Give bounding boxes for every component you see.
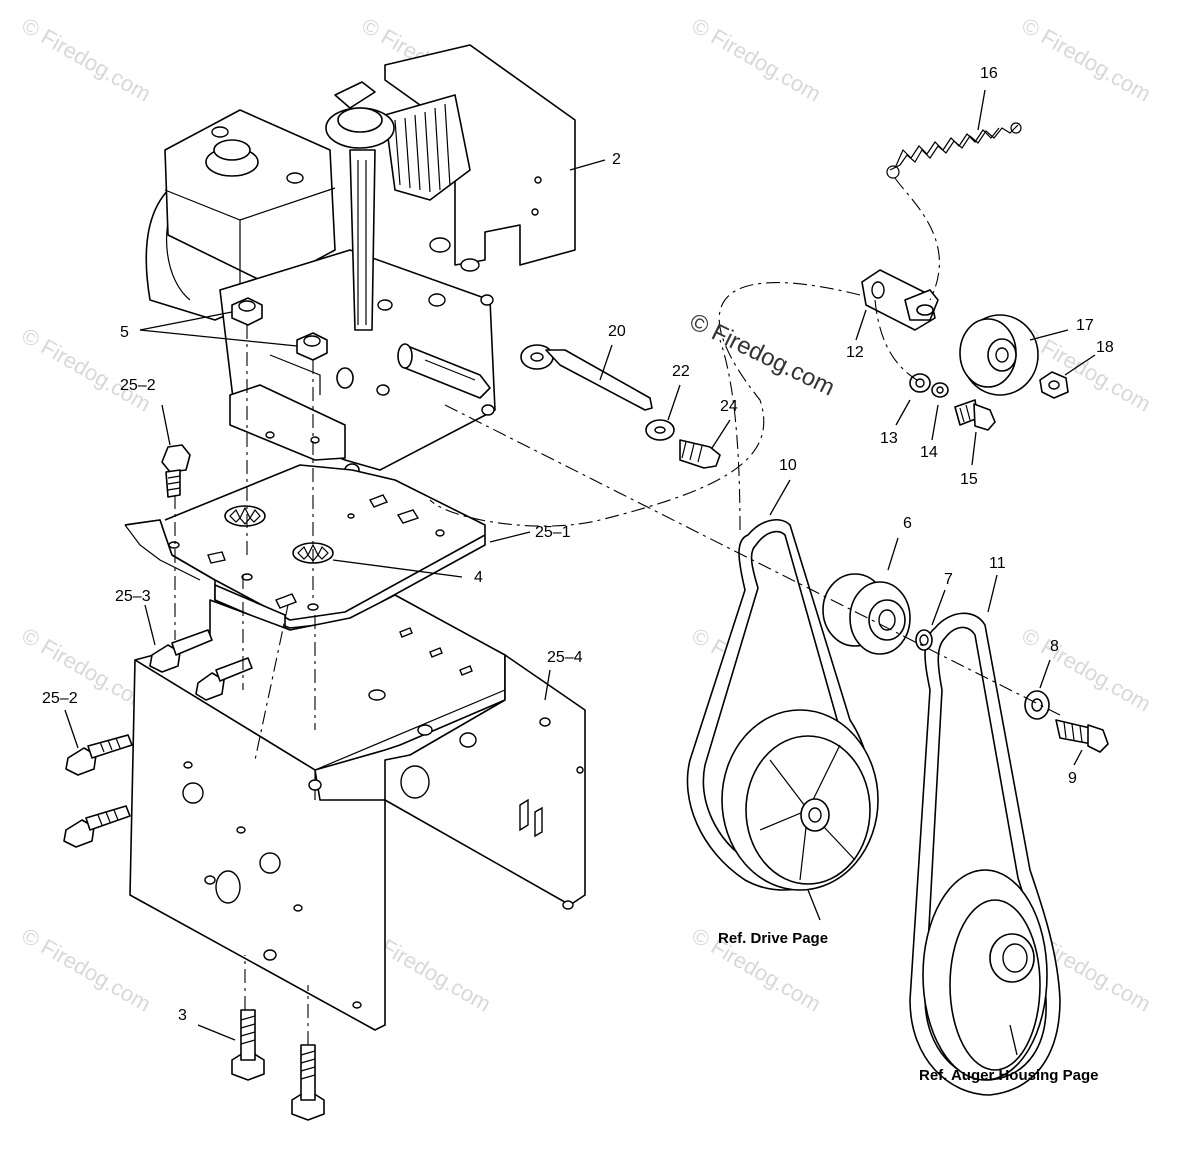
ref-auger-housing-page: Ref. Auger Housing Page (919, 1067, 1098, 1084)
callout-3: 3 (178, 1007, 187, 1024)
mounting-plate (124, 464, 486, 631)
callout-11: 11 (989, 555, 1006, 572)
ref-drive-page: Ref. Drive Page (718, 930, 828, 947)
watermark-main: © Firedog.com (685, 308, 839, 401)
callout-25-1: 25–1 (535, 524, 571, 541)
auger-belt-11 (822, 573, 1109, 1096)
callouts: 2 5 25–2 25–1 4 25–3 25–4 25–2 3 20 22 2… (42, 65, 1114, 1024)
callout-7: 7 (944, 571, 953, 588)
idler-assembly (861, 122, 1069, 431)
watermark-tile: © Firedog.com (18, 323, 156, 417)
callout-8: 8 (1050, 638, 1059, 655)
watermark-tile: © Firedog.com (1018, 13, 1156, 107)
engine (145, 44, 576, 477)
callout-17: 17 (1076, 317, 1094, 334)
callout-13: 13 (880, 430, 898, 447)
watermark-tile: © Firedog.com (18, 13, 156, 107)
callout-12: 12 (846, 344, 864, 361)
callout-5: 5 (120, 324, 129, 341)
callout-20: 20 (608, 323, 626, 340)
callout-25-3: 25–3 (115, 588, 151, 605)
leaders (64, 89, 1096, 1056)
callout-15: 15 (960, 471, 978, 488)
watermark-tile: © Firedog.com (1018, 323, 1156, 417)
callout-10: 10 (779, 457, 797, 474)
watermark-tile: © Firedog.com (688, 13, 826, 107)
callout-4: 4 (474, 569, 483, 586)
callout-25-2-side: 25–2 (42, 690, 78, 707)
callout-2: 2 (612, 151, 621, 168)
callout-25-2-top: 25–2 (120, 377, 156, 394)
idler-rod-assembly (520, 344, 721, 469)
callout-18: 18 (1096, 339, 1114, 356)
callout-14: 14 (920, 444, 938, 461)
callout-24: 24 (720, 398, 738, 415)
callout-9: 9 (1068, 770, 1077, 787)
watermark-tile: © Firedog.com (18, 923, 156, 1017)
bolts (63, 444, 325, 1121)
drive-belt-10 (686, 519, 879, 891)
callout-22: 22 (672, 363, 690, 380)
callout-6: 6 (903, 515, 912, 532)
centerlines (174, 177, 1061, 1045)
callout-25-4: 25–4 (547, 649, 583, 666)
reference-labels: Ref. Drive Page Ref. Auger Housing Page (718, 930, 1098, 1084)
frame (129, 594, 586, 1031)
callout-16: 16 (980, 65, 998, 82)
